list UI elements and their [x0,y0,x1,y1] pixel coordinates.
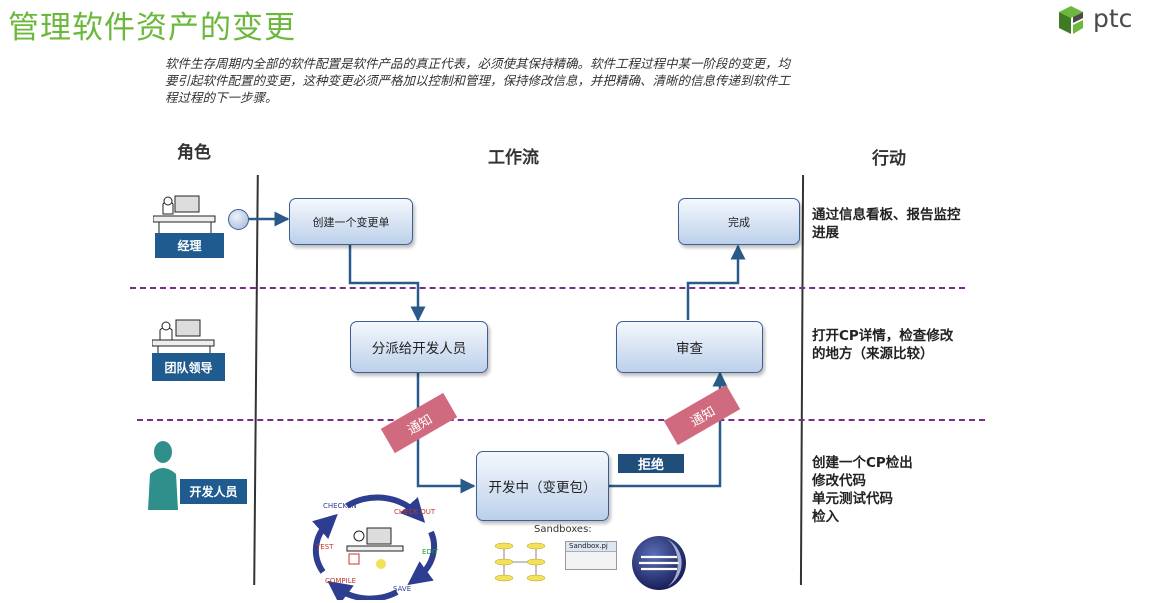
column-header-action: 行动 [872,149,906,169]
cycle-check-out: CHECK OUT [394,508,436,516]
developer-action-line: 单元测试代码 [812,491,893,507]
create-change-order-box: 创建一个变更单 [289,198,413,245]
developer-person-icon [148,441,178,510]
manager-actions: 通过信息看板、报告监控 进展 [812,206,961,242]
team-lead-actions: 打开CP详情，检查修改 的地方（来源比较） [812,327,953,363]
developer-action-line: 检入 [812,509,839,525]
ptc-logo-icon [1059,6,1083,34]
sandbox-window-title: Sandbox.pj [566,542,616,552]
manager-action-line: 通过信息看板、报告监控 [812,207,961,223]
lane-separator-1 [130,287,965,289]
cycle-edit: EDIT [422,548,439,556]
cycle-compile: COMPILE [325,577,357,585]
review-box: 审查 [616,321,763,373]
team-lead-action-line: 的地方（来源比较） [812,346,934,362]
cycle-test: TEST [316,543,334,551]
page-title: 管理软件资产的变更 [8,10,296,46]
developer-action-line: 修改代码 [812,473,866,489]
team-lead-desk-icon [152,319,215,356]
assign-developer-box: 分派给开发人员 [350,321,488,373]
column-header-role: 角色 [177,143,211,163]
cycle-save: SAVE [393,585,412,593]
sandboxes-label: Sandboxes: [534,524,592,535]
sandbox-tree-icon [494,542,546,582]
sandbox-window: Sandbox.pj [565,541,617,570]
manager-action-line: 进展 [812,225,839,241]
start-node [228,209,249,230]
lane-separator-2 [137,419,985,421]
cycle-check-in: CHECK IN [323,502,357,510]
ptc-logo-text: ptc [1093,4,1133,33]
role-developer: 开发人员 [180,479,247,504]
role-manager: 经理 [155,233,224,258]
reject-tag: 拒绝 [618,454,684,473]
developer-action-line: 创建一个CP检出 [812,455,913,471]
column-header-workflow: 工作流 [488,148,539,168]
dev-cycle-diagram [312,494,438,600]
manager-desk-icon [153,195,216,234]
done-box: 完成 [678,198,800,245]
developer-actions: 创建一个CP检出 修改代码 单元测试代码 检入 [812,454,913,526]
role-team-lead: 团队领导 [152,353,225,381]
eclipse-icon [632,536,686,590]
in-development-box: 开发中（变更包） [476,451,609,521]
intro-text: 软件生存周期内全部的软件配置是软件产品的真正代表，必须使其保持精确。软件工程过程… [165,56,791,105]
team-lead-action-line: 打开CP详情，检查修改 [812,328,954,344]
